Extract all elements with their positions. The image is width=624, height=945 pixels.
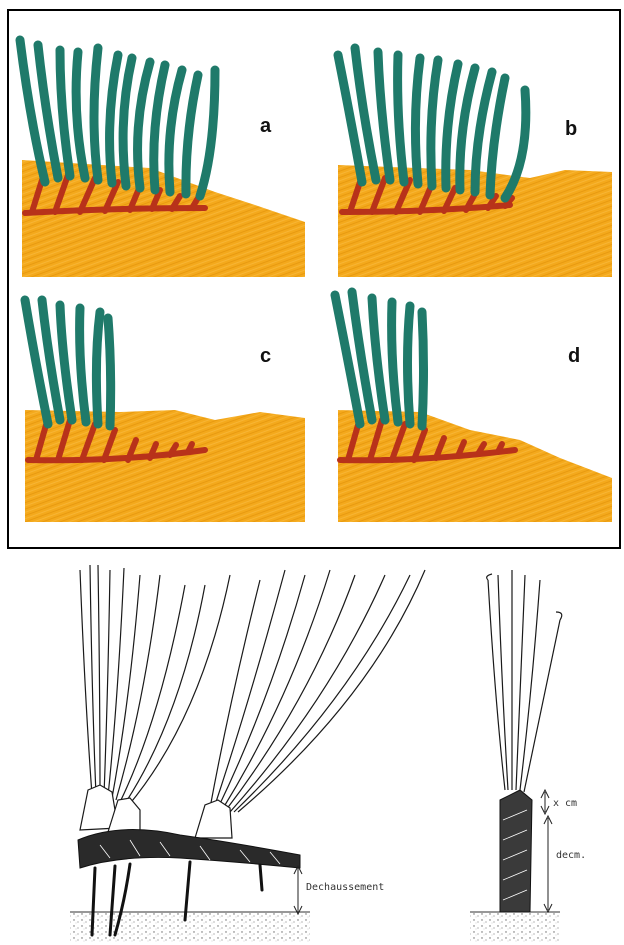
panel-letter-b: b: [565, 118, 577, 140]
burial-label: Dechaussement: [306, 882, 384, 893]
blades-left: [80, 565, 425, 812]
gravel-left: [70, 912, 310, 942]
right-measures: [541, 790, 552, 912]
burial-measure: [294, 866, 302, 914]
shoot-bases-left: [80, 785, 232, 838]
leaves-d: [335, 292, 424, 426]
panel-letter-a: a: [260, 115, 272, 137]
top-measure-label: x cm: [553, 798, 577, 809]
gravel-right: [470, 912, 560, 942]
blades-right: [487, 570, 562, 792]
shoot-sketch-right: x cm decm.: [470, 570, 586, 942]
panel-c: c: [25, 300, 305, 522]
panel-b: b: [338, 48, 612, 277]
panel-d: d: [335, 292, 612, 522]
rhizome-sketch-left: Dechaussement: [70, 565, 425, 942]
panel-letter-d: d: [568, 345, 580, 367]
panel-a: a: [20, 40, 305, 277]
shoot-sheath-right: [500, 790, 532, 912]
leaves-c: [25, 300, 111, 426]
bottom-measure-label: decm.: [556, 850, 586, 861]
panel-letter-c: c: [260, 345, 271, 367]
